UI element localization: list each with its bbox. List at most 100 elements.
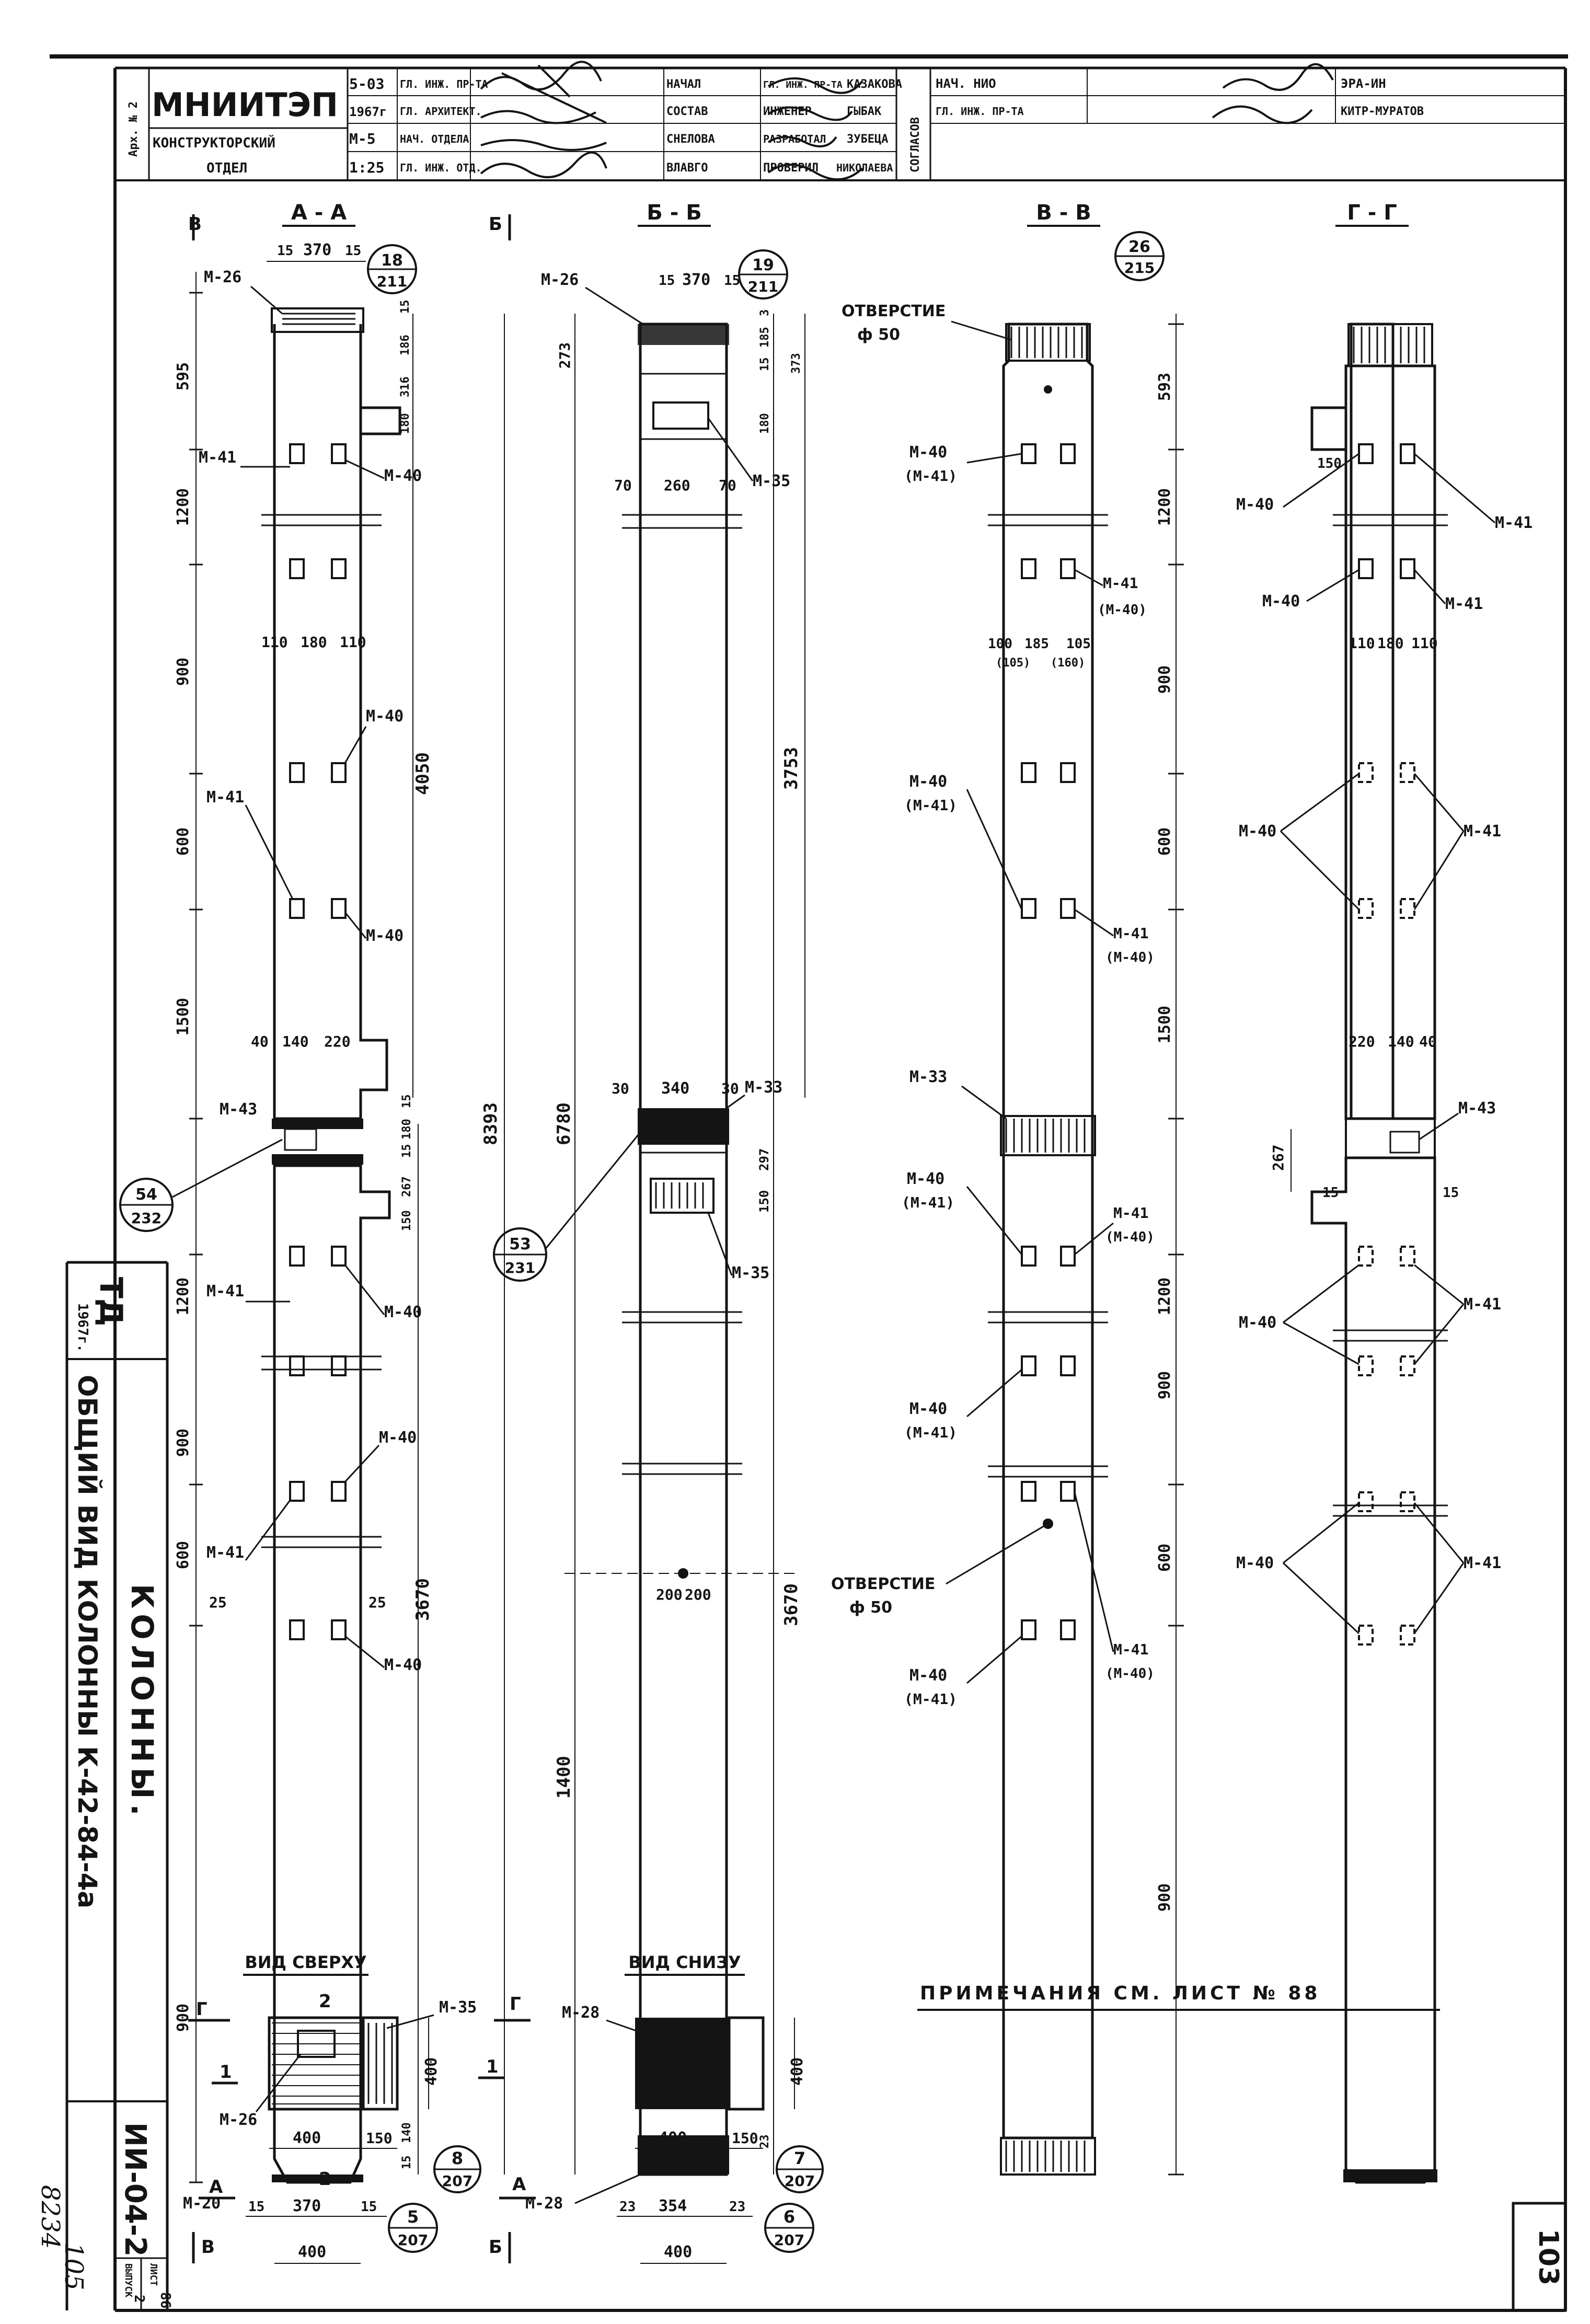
svg-text:8393: 8393 — [480, 1102, 501, 1145]
svg-text:1200: 1200 — [1156, 488, 1174, 526]
svg-text:Г: Г — [510, 1994, 521, 2015]
svg-text:(М-41): (М-41) — [904, 467, 957, 485]
svg-text:260: 260 — [664, 477, 690, 494]
svg-text:(М-41): (М-41) — [902, 1194, 954, 1211]
svg-text:НАЧ. НИО: НАЧ. НИО — [936, 76, 996, 91]
svg-text:25: 25 — [209, 1594, 227, 1611]
svg-text:М-26: М-26 — [220, 2111, 257, 2129]
svg-text:267: 267 — [1270, 1144, 1287, 1171]
svg-text:70: 70 — [719, 477, 736, 494]
svg-text:15: 15 — [758, 358, 771, 372]
svg-text:211: 211 — [377, 273, 407, 290]
svg-text:150: 150 — [757, 1190, 771, 1213]
svg-text:207: 207 — [785, 2172, 815, 2190]
svg-text:370: 370 — [682, 271, 710, 289]
svg-text:900: 900 — [174, 658, 192, 686]
svg-text:185: 185 — [1024, 636, 1049, 652]
svg-text:ЛИСТ: ЛИСТ — [148, 2263, 159, 2286]
svg-text:М-41: М-41 — [199, 448, 236, 467]
svg-text:297: 297 — [757, 1148, 771, 1171]
svg-text:15: 15 — [345, 243, 361, 259]
svg-text:900: 900 — [174, 2004, 192, 2032]
svg-text:М-41: М-41 — [206, 788, 244, 807]
svg-text:316: 316 — [399, 376, 412, 397]
svg-text:НАЧАЛ: НАЧАЛ — [666, 78, 701, 91]
svg-text:354: 354 — [659, 2197, 687, 2215]
svg-text:15: 15 — [400, 1144, 413, 1158]
svg-text:600: 600 — [1156, 827, 1174, 856]
drawing-code: ИИ-04-2 — [118, 2122, 152, 2257]
svg-text:200: 200 — [685, 1586, 711, 1603]
svg-text:140: 140 — [400, 2122, 413, 2143]
svg-text:215: 215 — [1124, 259, 1155, 277]
handwritten-number-2: 105 — [59, 2242, 88, 2291]
svg-text:140: 140 — [282, 1033, 309, 1050]
svg-text:150: 150 — [366, 2130, 393, 2147]
svg-text:400: 400 — [293, 2129, 321, 2147]
svg-text:207: 207 — [442, 2172, 473, 2190]
svg-text:5-03: 5-03 — [349, 75, 384, 93]
view-from-bottom: ВИД СНИЗУ 400 400 150 М-28 7 207 — [562, 1952, 824, 2193]
svg-text:В - В: В - В — [1036, 201, 1091, 225]
svg-text:М-40: М-40 — [907, 1170, 944, 1188]
svg-text:КИТР-МУРАТОВ: КИТР-МУРАТОВ — [1341, 105, 1424, 118]
svg-text:М-33: М-33 — [909, 1068, 947, 1086]
svg-text:23: 23 — [758, 2135, 771, 2149]
svg-text:900: 900 — [1156, 665, 1174, 694]
svg-text:180: 180 — [400, 1119, 413, 1140]
svg-text:(М-41): (М-41) — [904, 1690, 957, 1708]
org-name: МНИИТЭП — [152, 86, 338, 124]
svg-text:340: 340 — [661, 1079, 689, 1098]
svg-text:231: 231 — [505, 1259, 535, 1276]
svg-text:М-40: М-40 — [1239, 1314, 1276, 1332]
svg-text:595: 595 — [174, 362, 192, 390]
svg-text:М-40: М-40 — [384, 467, 422, 485]
svg-text:3670: 3670 — [781, 1583, 802, 1626]
svg-text:40: 40 — [251, 1033, 269, 1050]
notes-text: ПРИМЕЧАНИЯ СМ. ЛИСТ № 88 — [920, 1983, 1320, 2004]
svg-text:ГЛ. ИНЖ. ПР-ТА: ГЛ. ИНЖ. ПР-ТА — [763, 79, 843, 90]
section-a: А - А 15 370 15 18 211 — [119, 201, 511, 2264]
svg-text:1200: 1200 — [1156, 1278, 1174, 1315]
svg-text:М-41: М-41 — [1113, 1204, 1148, 1222]
svg-text:1400: 1400 — [554, 1756, 574, 1799]
section-a-label: А - А — [291, 201, 347, 225]
svg-text:М-40: М-40 — [366, 707, 404, 726]
dept-line-1: КОНСТРУКТОРСКИЙ — [153, 134, 275, 151]
svg-text:186: 186 — [399, 335, 412, 355]
svg-text:8: 8 — [452, 2148, 463, 2168]
svg-text:600: 600 — [1156, 1544, 1174, 1572]
svg-text:3: 3 — [758, 309, 771, 316]
svg-text:М-26: М-26 — [541, 271, 579, 289]
svg-text:М-40: М-40 — [366, 927, 404, 945]
svg-text:25: 25 — [368, 1594, 386, 1611]
svg-text:2: 2 — [319, 2169, 331, 2190]
svg-text:185: 185 — [758, 327, 771, 348]
svg-text:ПРОВЕРИЛ: ПРОВЕРИЛ — [763, 162, 819, 175]
svg-text:593: 593 — [1156, 373, 1174, 401]
svg-text:М-41: М-41 — [206, 1544, 244, 1562]
svg-text:70: 70 — [614, 477, 632, 494]
svg-text:ВИД СВЕРХУ: ВИД СВЕРХУ — [245, 1952, 366, 1972]
svg-text:(М-40): (М-40) — [1105, 1229, 1155, 1245]
svg-text:5: 5 — [407, 2207, 419, 2227]
handwritten-number: 8234 — [36, 2185, 65, 2249]
svg-text:ЗУБЕЦА: ЗУБЕЦА — [847, 133, 888, 146]
archive-code: Арх. № 2 — [127, 101, 140, 157]
svg-text:900: 900 — [1156, 1883, 1174, 1912]
left-title-strip: ТД 1967г. ОБЩИЙ ВИД КОЛОННЫ К-42-84-4а К… — [36, 1261, 173, 2310]
series-year: 1967г. — [75, 1303, 90, 1352]
svg-text:М-35: М-35 — [732, 1264, 769, 1282]
svg-text:ВИД СНИЗУ: ВИД СНИЗУ — [628, 1952, 741, 1972]
svg-text:15: 15 — [277, 243, 293, 259]
svg-text:211: 211 — [748, 278, 778, 295]
section-g: Г - Г 150 110 180 110 220 140 40 26 — [1236, 201, 1533, 2184]
svg-text:54: 54 — [135, 1186, 157, 1204]
svg-text:(160): (160) — [1051, 657, 1085, 670]
svg-text:232: 232 — [131, 1210, 162, 1227]
svg-text:М-41: М-41 — [1113, 925, 1148, 942]
svg-text:267: 267 — [400, 1176, 413, 1197]
svg-text:180: 180 — [301, 634, 327, 651]
svg-text:400: 400 — [788, 2057, 806, 2086]
